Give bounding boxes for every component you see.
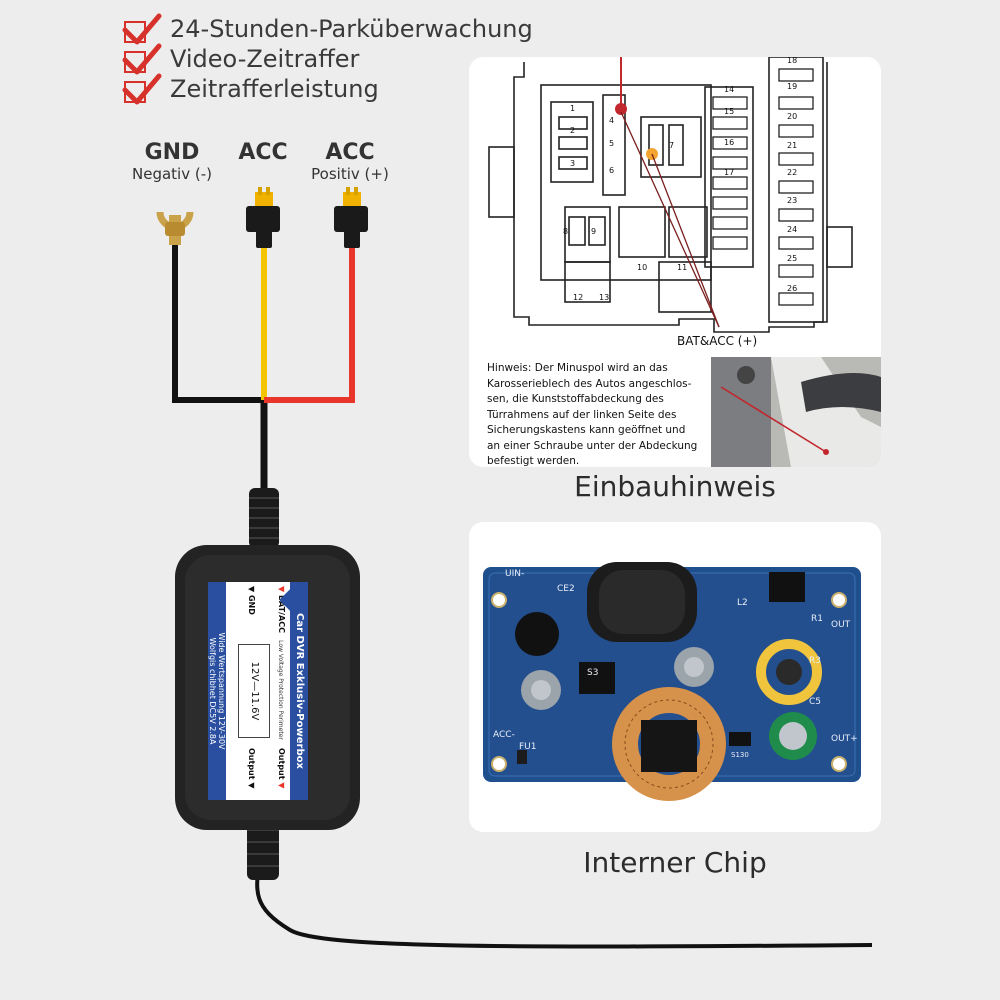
- svg-text:4: 4: [609, 116, 614, 125]
- feature-item: 24-Stunden-Parküberwachung: [122, 12, 533, 46]
- svg-text:6: 6: [609, 166, 614, 175]
- checkmark-icon: [122, 73, 162, 105]
- checkmark-icon: [122, 43, 162, 75]
- pcb-label-uin: UIN-: [505, 569, 525, 579]
- svg-text:19: 19: [787, 82, 797, 91]
- brand-logo: [279, 587, 306, 634]
- pcb-label-fu1: FU1: [519, 742, 537, 752]
- svg-text:11: 11: [677, 263, 687, 272]
- pcb-label-out: OUT: [831, 620, 851, 630]
- feature-label: Video-Zeitraffer: [170, 45, 360, 73]
- acc-title: ACC: [238, 140, 288, 165]
- feature-label: 24-Stunden-Parküberwachung: [170, 15, 533, 43]
- pcb-label-out-plus: OUT+: [831, 734, 858, 744]
- output-cable: [255, 829, 873, 949]
- svg-text:9: 9: [591, 227, 596, 236]
- svg-text:12: 12: [573, 293, 583, 302]
- powerbox-input-range: Wide Wertspannung 12V-30V: [217, 632, 226, 750]
- svg-text:15: 15: [724, 107, 734, 116]
- svg-text:25: 25: [787, 254, 797, 263]
- svg-text:14: 14: [724, 85, 734, 94]
- svg-text:16: 16: [724, 138, 734, 147]
- svg-text:2: 2: [570, 126, 575, 135]
- svg-text:24: 24: [787, 225, 797, 234]
- acc-label: ACC: [223, 140, 303, 165]
- gnd-wire: [172, 245, 264, 403]
- gnd-terminal: ▼ GND: [247, 586, 256, 615]
- installation-caption: Einbauhinweis: [574, 470, 776, 503]
- svg-text:17: 17: [724, 168, 734, 177]
- hint-line: Türrahmens auf der linken Seite des: [487, 408, 677, 421]
- hint-line: sen, die Kunststoffabdeckung des: [487, 393, 664, 405]
- output-plus-terminal: Output ▼: [277, 748, 286, 789]
- svg-text:18: 18: [787, 57, 797, 65]
- svg-text:13: 13: [599, 293, 609, 302]
- pcb-label-s130: S130: [731, 751, 749, 759]
- hint-line: Sicherungskastens kann geöffnet und: [487, 424, 686, 436]
- pcb-label-r3: R3: [809, 656, 821, 666]
- powerbox-subtitle: Low Voltage Protection Perimeter: [277, 640, 284, 740]
- chip-caption: Interner Chip: [583, 846, 767, 879]
- chip-card: UIN- CE2 L2 R1 OUT R3 C5 OUT+ ACC- FU1 S…: [469, 522, 881, 832]
- svg-text:3: 3: [570, 159, 575, 168]
- pcb-label-s3: S3: [587, 668, 599, 678]
- feature-label: Zeitrafferleistung: [170, 75, 379, 103]
- pcb-photo: [483, 562, 861, 801]
- acc-fuse-icon: [246, 187, 280, 248]
- acc-positive-fuse-icon: [334, 187, 368, 248]
- acc-positive-wire: [264, 248, 355, 403]
- svg-text:5: 5: [609, 139, 614, 148]
- pcb-label-r1: R1: [811, 614, 823, 624]
- acc-positive-label: ACC Positiv (+): [290, 140, 410, 183]
- feature-item: Zeitrafferleistung: [122, 72, 379, 106]
- svg-text:21: 21: [787, 141, 797, 150]
- hint-line: Hinweis: Der Minuspol wird an das: [487, 362, 668, 374]
- brand-logo-icon: [279, 587, 305, 613]
- powerbox-label: Car DVR Exklusiv-Powerbox Wide Wertspann…: [208, 582, 308, 800]
- acc-positive-title: ACC: [325, 140, 375, 165]
- powerbox-specs: Wide Wertspannung 12V-30V Wolfgis chibhe…: [208, 582, 226, 800]
- output-minus-terminal: Output ▼: [247, 748, 256, 789]
- feature-item: Video-Zeitraffer: [122, 42, 359, 76]
- hint-line: an einer Schraube unter der Abdeckung: [487, 439, 698, 452]
- gnd-title: GND: [144, 140, 200, 165]
- svg-text:26: 26: [787, 284, 797, 293]
- powerbox-voltage: 12V—11.6V: [238, 644, 270, 738]
- installation-hint: Hinweis: Der Minuspol wird an das Kaross…: [487, 361, 717, 467]
- pcb-label-l2: L2: [737, 598, 748, 608]
- pcb-label-acc-minus: ACC-: [493, 730, 515, 740]
- strain-relief-top: [249, 488, 279, 548]
- gnd-subtitle: Negativ (-): [132, 165, 212, 183]
- checkmark-icon: [122, 13, 162, 45]
- powerbox-output-spec: Wolfgis chibhet DC5V 2.8A: [208, 637, 217, 745]
- svg-text:10: 10: [637, 263, 647, 272]
- pcb-label-ce2: CE2: [557, 584, 575, 594]
- gnd-label: GND Negativ (-): [112, 140, 232, 183]
- gnd-terminal-icon: [156, 211, 194, 245]
- svg-text:7: 7: [669, 141, 674, 150]
- hint-line: Karosserieblech des Autos angeschlos-: [487, 377, 692, 390]
- car-door-photo: [711, 357, 881, 467]
- hint-line: befestigt werden.: [487, 455, 580, 467]
- svg-text:22: 22: [787, 168, 797, 177]
- bat-acc-label: BAT&ACC (+): [677, 334, 758, 348]
- svg-text:20: 20: [787, 112, 797, 121]
- svg-text:8: 8: [563, 227, 568, 236]
- svg-text:1: 1: [570, 104, 575, 113]
- pcb-label-c5: C5: [809, 697, 822, 707]
- svg-text:23: 23: [787, 196, 797, 205]
- acc-positive-subtitle: Positiv (+): [311, 165, 389, 183]
